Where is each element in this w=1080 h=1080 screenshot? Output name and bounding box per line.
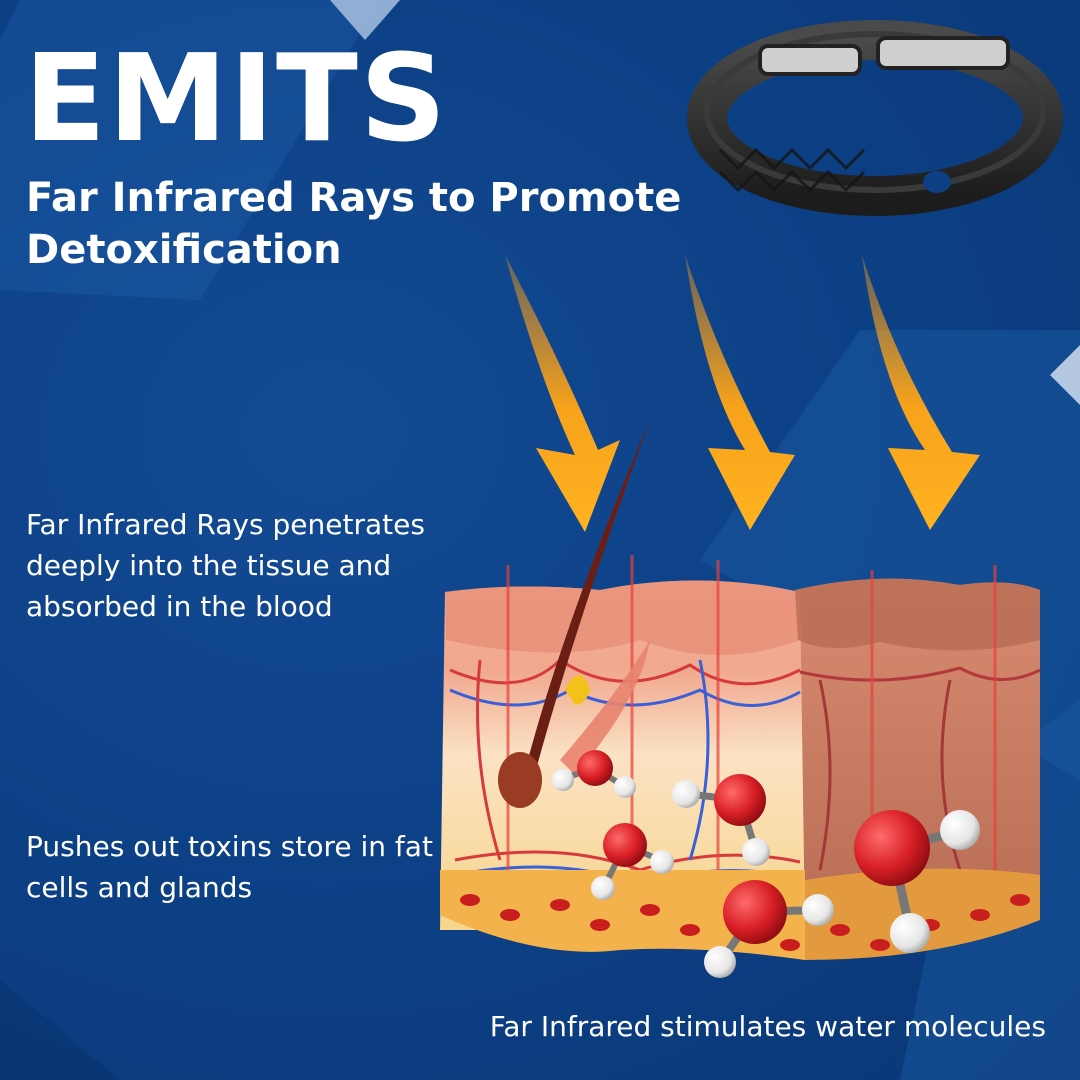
water-molecule-icon	[591, 823, 674, 900]
caption-penetration: Far Infrared Rays penetrates deeply into…	[26, 508, 425, 623]
caption-toxins: Pushes out toxins store in fat cells and…	[26, 830, 433, 904]
curved-down-arrow-icon	[505, 255, 620, 532]
water-molecule-icon	[854, 810, 980, 953]
curved-down-arrow-icon	[685, 255, 795, 530]
water-molecule-icon	[672, 774, 770, 866]
headline: EMITS	[24, 30, 449, 169]
bracelet-icon	[687, 20, 1063, 216]
water-molecule-icon	[704, 880, 834, 978]
subheadline: Far Infrared Rays to Promote Detoxificat…	[26, 175, 682, 273]
curved-down-arrow-icon	[862, 255, 980, 530]
water-molecule-icon	[552, 750, 636, 798]
caption-water: Far Infrared stimulates water molecules	[489, 1010, 1046, 1043]
